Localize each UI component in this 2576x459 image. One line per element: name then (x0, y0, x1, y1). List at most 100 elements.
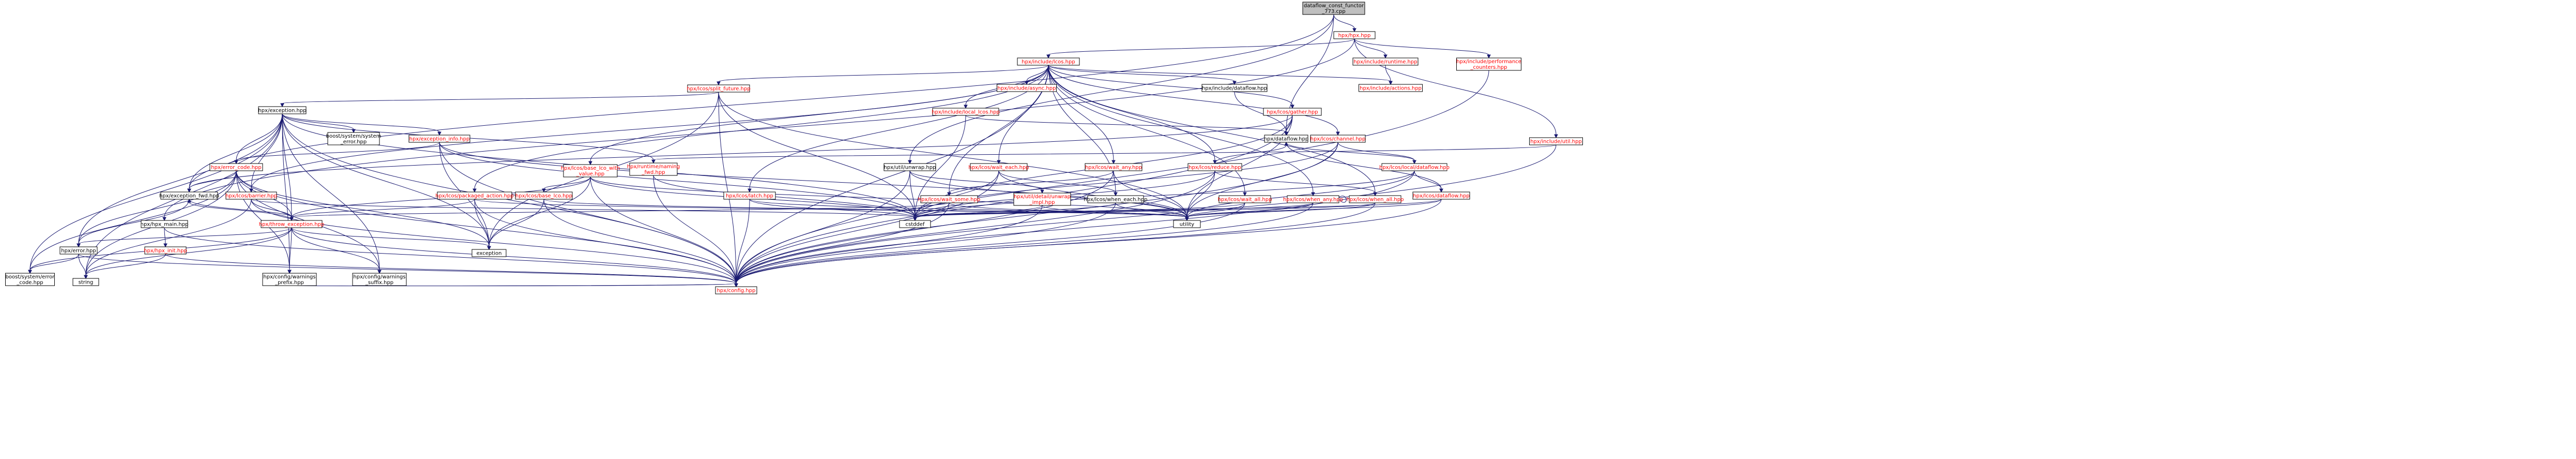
edge-line (1048, 65, 1376, 193)
node-hpx_main[interactable]: hpx/hpx_main.hpp (141, 220, 189, 228)
edge-arrowhead (588, 161, 592, 166)
node-perf_counters[interactable]: hpx/include/performance_counters.hpp (1456, 57, 1521, 71)
edge-line (29, 254, 79, 271)
node-cstddef[interactable]: cstddef (899, 220, 931, 228)
node-label: hpx/config/warnings (353, 274, 405, 280)
edge-line (749, 199, 916, 218)
edge-arrowhead (1232, 81, 1237, 85)
node-when_each[interactable]: hpx/lcos/when_each.hpp (1084, 195, 1148, 203)
node-label: dataflow_const_functor (1304, 3, 1364, 9)
edge-line (164, 227, 737, 284)
node-exception_info[interactable]: hpx/exception_info.hpp (408, 135, 470, 143)
node-box (1456, 57, 1521, 71)
node-exception[interactable]: exception (471, 249, 507, 257)
node-unwrap_impl[interactable]: hpx/util/detail/unwrap_impl.hpp (1013, 193, 1071, 206)
edge-line (439, 142, 916, 218)
node-error_code[interactable]: hpx/error_code.hpp (209, 163, 263, 171)
node-error_hpp[interactable]: hpx/error.hpp (59, 246, 98, 255)
node-local_lcos[interactable]: hpx/include/local_lcos.hpp (932, 108, 1000, 116)
node-box (225, 191, 277, 200)
edge-line (282, 113, 490, 247)
edge-arrowhead (187, 198, 191, 203)
node-barrier_hpp[interactable]: hpx/lcos/barrier.hpp (225, 191, 277, 200)
node-label: utility (1180, 222, 1195, 228)
edge-error_code-to-error_hpp (77, 170, 237, 248)
node-runtime_naming[interactable]: hpx/runtime/naming_fwd.hpp (627, 162, 680, 176)
edge-line (1214, 145, 1287, 164)
node-exception_hpp[interactable]: hpx/exception.hpp (258, 106, 307, 114)
node-label: cstddef (906, 222, 925, 228)
node-latch_hpp[interactable]: hpx/lcos/latch.hpp (723, 191, 776, 200)
node-lcos_dataflow[interactable]: hpx/lcos/dataflow.hpp (1412, 191, 1470, 200)
edge-line (718, 92, 737, 284)
node-label: hpx/include/util.hpp (1530, 139, 1582, 145)
node-box (262, 273, 317, 286)
node-exception_fwd[interactable]: hpx/exception_fwd.hpp (159, 191, 219, 200)
node-wait_each[interactable]: hpx/lcos/wait_each.hpp (968, 163, 1029, 171)
node-runtime_hpp[interactable]: hpx/include/runtime.hpp (1352, 57, 1419, 66)
node-label: hpx/include/local_lcos.hpp (932, 110, 1000, 115)
node-wait_any[interactable]: hpx/lcos/wait_any.hpp (1085, 163, 1142, 171)
node-warnings_prefix[interactable]: hpx/config/warnings_prefix.hpp (262, 273, 317, 286)
node-lcos_hpp[interactable]: hpx/include/lcos.hpp (1017, 57, 1080, 66)
node-label: hpx/lcos/wait_each.hpp (968, 165, 1029, 171)
node-async_hpp[interactable]: hpx/include/async.hpp (997, 84, 1057, 92)
node-utility[interactable]: utility (1173, 220, 1201, 228)
node-wait_all[interactable]: hpx/lcos/wait_all.hpp (1218, 195, 1272, 203)
node-reduce_hpp[interactable]: hpx/lcos/reduce.hpp (1187, 163, 1242, 171)
edge-throw_exception-to-warnings_prefix (287, 227, 292, 274)
node-util_hpp[interactable]: hpx/include/util.hpp (1529, 137, 1583, 145)
node-string[interactable]: string (72, 278, 99, 286)
node-label: hpx/lcos/channel.hpp (1310, 137, 1366, 142)
edge-line (1048, 38, 1355, 55)
node-base_lco_value[interactable]: hpx/lcos/base_lco_with_value.hpp (561, 164, 620, 177)
edge-std_unwrap-to-unwrap_impl (909, 170, 1044, 194)
edge-arrowhead (913, 217, 917, 221)
node-system_error[interactable]: boost/system/system_error.hpp (326, 132, 382, 145)
node-system_error_code[interactable]: boost/system/error_code.hpp (5, 273, 55, 286)
node-packaged_action[interactable]: hpx/lcos/packaged_action.hpp (435, 191, 514, 200)
edge-line (1048, 65, 1314, 193)
node-label: hpx/runtime/naming (627, 164, 680, 170)
edge-line (1286, 142, 1415, 161)
node-label: hpx/include/lcos.hpp (1022, 60, 1075, 65)
edge-line (291, 227, 380, 271)
node-local_dataflow[interactable]: hpx/lcos/local/dataflow.hpp (1379, 163, 1450, 171)
edge-throw_exception-to-error_hpp (77, 227, 292, 248)
node-hpx_init[interactable]: hpx/hpx_init.hpp (144, 246, 187, 255)
edge-arrowhead (163, 243, 167, 248)
node-throw_exception[interactable]: hpx/throw_exception.hpp (259, 220, 325, 228)
edge-line (653, 144, 1557, 160)
node-warnings_suffix[interactable]: hpx/config/warnings_suffix.hpp (352, 273, 407, 286)
node-when_any[interactable]: hpx/lcos/when_any.hpp (1283, 195, 1343, 203)
node-inc_dataflow[interactable]: hpx/include/dataflow.hpp (1201, 84, 1268, 92)
node-hpx_hpp[interactable]: hpx/hpx.hpp (1333, 31, 1376, 39)
node-box (1013, 193, 1071, 206)
node-config_hpp[interactable]: hpx/config.hpp (715, 286, 757, 294)
node-base_lco[interactable]: hpx/lcos/base_lco.hpp (515, 191, 573, 200)
node-label: hpx/lcos/base_lco.hpp (515, 194, 572, 199)
edge-line (543, 199, 737, 284)
edge-exception_info-to-error_code (234, 142, 440, 165)
node-label: hpx/config.hpp (717, 288, 756, 294)
node-split_future[interactable]: hpx/lcos/split_future.hpp (687, 84, 751, 93)
edge-line (189, 202, 292, 221)
node-std_unwrap[interactable]: hpx/util/unwrap.hpp (883, 163, 936, 171)
node-box (1085, 163, 1142, 171)
edge-root-to-hpx_hpp (1333, 14, 1356, 33)
node-wait_some[interactable]: hpx/lcos/wait_some.hpp (918, 195, 980, 203)
node-box (899, 220, 931, 228)
node-dataflow_hpp[interactable]: hpx/dataflow.hpp (1264, 135, 1308, 143)
edge-arrowhead (717, 81, 721, 86)
edge-barrier_hpp-to-string (84, 199, 252, 279)
node-actions_hpp[interactable]: hpx/include/actions.hpp (1359, 84, 1423, 92)
edge-root-to-exception_fwd (187, 14, 1334, 193)
edge-when_all-to-utility (1185, 202, 1376, 221)
node-label: hpx/lcos/wait_some.hpp (918, 197, 980, 203)
node-gather_hpp[interactable]: hpx/lcos/gather.hpp (1263, 108, 1322, 116)
node-when_all[interactable]: hpx/lcos/when_all.hpp (1347, 195, 1404, 203)
edge-line (909, 170, 916, 218)
node-channel_hpp[interactable]: hpx/lcos/channel.hpp (1310, 135, 1366, 143)
edge-arrowhead (1040, 189, 1044, 194)
edge-lcos_hpp-to-wait_any (1048, 65, 1116, 165)
